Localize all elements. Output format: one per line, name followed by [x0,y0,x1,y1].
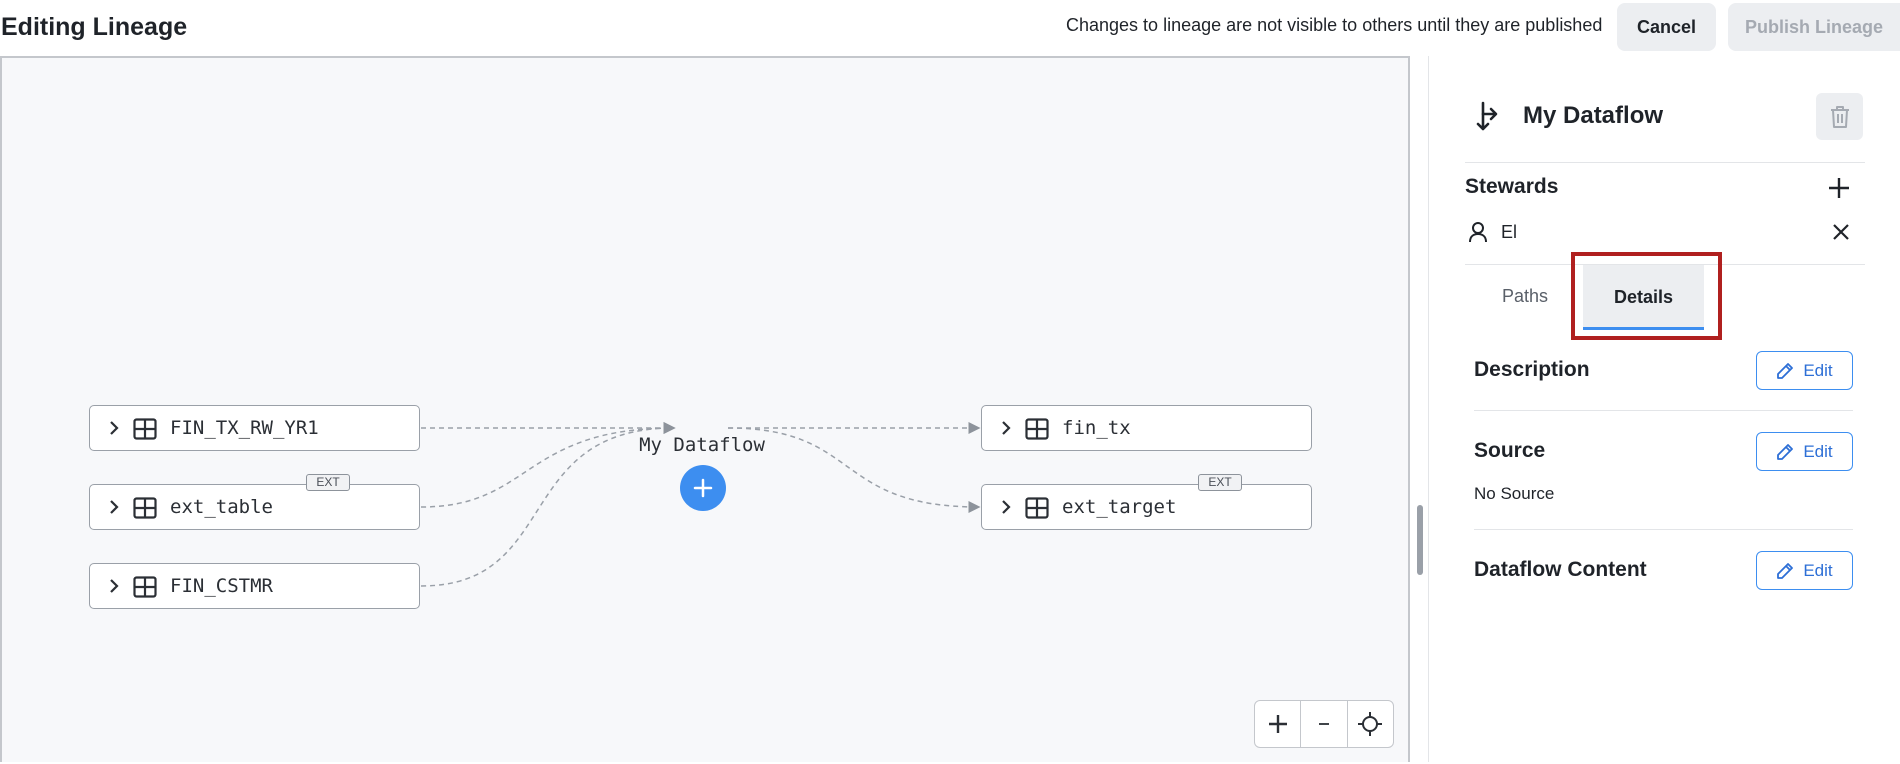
divider [1465,264,1865,265]
chevron-right-icon[interactable] [996,418,1016,438]
edit-label: Edit [1803,441,1833,461]
edge-to-ext-target [727,427,981,513]
publish-lineage-button[interactable]: Publish Lineage [1728,3,1900,51]
node-label: fin_tx [1062,417,1131,439]
chevron-right-icon[interactable] [104,418,124,438]
zoom-out-button[interactable] [1301,701,1348,747]
node-ext-target[interactable]: ext_target [981,484,1312,530]
dataflow-icon [1476,101,1498,131]
panel-title: My Dataflow [1523,102,1664,129]
divider [1465,162,1865,163]
node-label: FIN_TX_RW_YR1 [170,417,319,439]
divider [1474,529,1853,530]
table-icon [133,497,157,519]
edit-dataflow-content-button[interactable]: Edit [1756,551,1853,590]
node-label: ext_target [1062,496,1177,518]
node-fin-tx-rw-yr1[interactable]: FIN_TX_RW_YR1 [89,405,420,451]
highlight-box [1571,252,1722,340]
ext-badge: EXT [1198,474,1242,491]
edge-ext-table [420,422,676,508]
pencil-icon [1777,362,1794,379]
dataflow-node[interactable] [680,465,726,511]
panel-resize-handle[interactable] [1417,505,1423,575]
ext-badge: EXT [306,474,350,491]
lineage-canvas[interactable]: FIN_TX_RW_YR1 ext_table EXT FIN_CSTMR My… [0,56,1410,762]
dataflow-node-label: My Dataflow [639,434,765,456]
description-title: Description [1474,358,1590,381]
tab-paths[interactable]: Paths [1501,286,1549,306]
tab-details[interactable]: Details [1583,265,1704,330]
details-panel [1428,56,1900,762]
top-bar: Editing Lineage Changes to lineage are n… [0,0,1900,56]
close-icon[interactable] [1832,223,1850,241]
node-label: ext_table [170,496,273,518]
zoom-in-button[interactable] [1255,701,1302,747]
delete-dataflow-button[interactable] [1816,93,1863,140]
divider [1474,410,1853,411]
lineage-edges [420,422,981,587]
edit-label: Edit [1803,360,1833,380]
chevron-right-icon[interactable] [104,576,124,596]
chevron-right-icon[interactable] [104,497,124,517]
dataflow-content-title: Dataflow Content [1474,558,1647,581]
edit-source-button[interactable]: Edit [1756,432,1853,471]
crosshair-icon [1358,712,1383,736]
page-title: Editing Lineage [1,13,188,41]
plus-icon [1268,715,1287,733]
table-icon [133,576,157,598]
source-value: No Source [1474,484,1555,503]
source-title: Source [1474,439,1546,462]
user-icon [1469,222,1487,243]
publish-notice: Changes to lineage are not visible to ot… [1066,15,1603,35]
cancel-button[interactable]: Cancel [1617,3,1716,51]
node-ext-table[interactable]: ext_table [89,484,420,530]
edge-fin-cstmr [420,422,676,587]
node-label: FIN_CSTMR [170,575,273,597]
minus-icon [1318,723,1329,725]
table-icon [133,418,157,440]
fit-view-button[interactable] [1348,701,1393,747]
pencil-icon [1777,562,1794,579]
node-fin-cstmr[interactable]: FIN_CSTMR [89,563,420,609]
edit-label: Edit [1803,560,1833,580]
table-icon [1025,497,1049,519]
pencil-icon [1777,443,1794,460]
node-fin-tx[interactable]: fin_tx [981,405,1312,451]
trash-icon [1830,105,1849,128]
stewards-title: Stewards [1465,175,1559,198]
add-steward-icon[interactable] [1827,176,1851,200]
table-icon [1025,418,1049,440]
chevron-right-icon[interactable] [996,497,1016,517]
plus-icon [693,478,713,498]
zoom-controls [1254,700,1394,748]
edit-description-button[interactable]: Edit [1756,351,1853,390]
steward-name: El [1501,222,1518,242]
